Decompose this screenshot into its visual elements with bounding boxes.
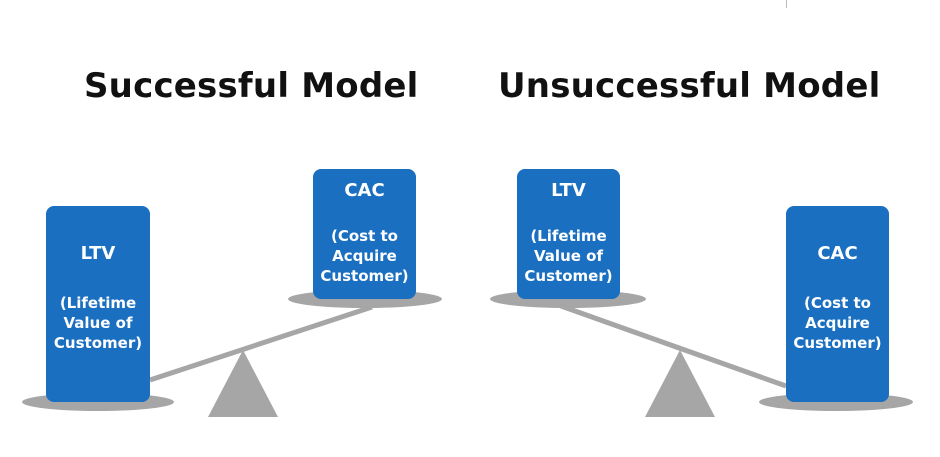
- ltv-description: (Lifetime Value of Customer): [524, 227, 613, 285]
- edge-tick: [786, 0, 787, 8]
- ltv-box-successful: LTV (Lifetime Value of Customer): [46, 206, 150, 402]
- ltv-description: (Lifetime Value of Customer): [53, 294, 143, 352]
- ltv-label: LTV: [551, 180, 586, 201]
- cac-box-unsuccessful: CAC (Cost to Acquire Customer): [786, 206, 889, 402]
- right-beam: [560, 303, 787, 389]
- ltv-label: LTV: [80, 243, 116, 264]
- unsuccessful-model-title: Unsuccessful Model: [498, 66, 881, 106]
- right-fulcrum: [645, 350, 715, 417]
- cac-description: (Cost to Acquire Customer): [793, 294, 882, 352]
- left-beam: [149, 304, 373, 383]
- successful-model-title: Successful Model: [84, 66, 419, 106]
- cac-description: (Cost to Acquire Customer): [320, 227, 409, 285]
- cac-label: CAC: [817, 243, 858, 264]
- left-fulcrum: [208, 350, 278, 417]
- ltv-box-unsuccessful: LTV (Lifetime Value of Customer): [517, 169, 620, 299]
- cac-box-successful: CAC (Cost to Acquire Customer): [313, 169, 416, 299]
- cac-label: CAC: [344, 180, 385, 201]
